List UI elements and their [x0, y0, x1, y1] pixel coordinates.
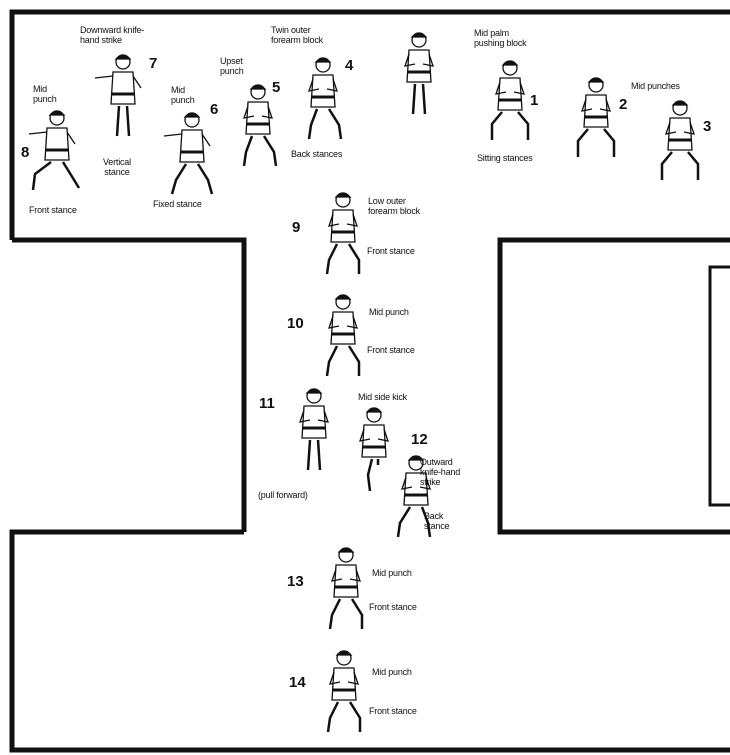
- right-box-outline: [500, 240, 730, 532]
- step-13-stance: Front stance: [369, 602, 417, 612]
- figure-step-10: [313, 292, 373, 382]
- step-number-7: 7: [149, 56, 157, 71]
- step-9-stance: Front stance: [367, 246, 415, 256]
- step-number-13: 13: [287, 574, 304, 589]
- step-10-technique: Mid punch: [369, 307, 409, 317]
- step-8-technique: Mid punch: [33, 84, 57, 104]
- step-11-kick-technique: Mid side kick: [358, 392, 407, 402]
- step-10-stance: Front stance: [367, 345, 415, 355]
- step-number-10: 10: [287, 316, 304, 331]
- step-2-technique: Mid punches: [631, 81, 680, 91]
- step-number-9: 9: [292, 220, 300, 235]
- figure-step-9: [313, 190, 373, 280]
- figure-step-ready: [389, 30, 449, 120]
- step-12-technique: Outward knife-hand strike: [420, 457, 460, 487]
- figure-step-11: [284, 386, 344, 476]
- step-8-stance: Front stance: [29, 205, 77, 215]
- step-4-technique: Twin outer forearm block: [271, 25, 323, 45]
- figure-step-2: [566, 75, 626, 165]
- step-7-technique: Downward knife- hand strike: [80, 25, 144, 45]
- step-6-technique: Mid punch: [171, 85, 195, 105]
- step-5-technique: Upset punch: [220, 56, 244, 76]
- figure-step-13: [316, 545, 376, 635]
- figure-step-6: [162, 110, 222, 200]
- step-1-stance: Sitting stances: [477, 153, 533, 163]
- step-9-technique: Low outer forearm block: [368, 196, 420, 216]
- step-7-stance: Vertical stance: [103, 157, 131, 177]
- step-12-stance: Back stance: [424, 511, 449, 531]
- step-6-stance: Fixed stance: [153, 199, 202, 209]
- step-14-technique: Mid punch: [372, 667, 412, 677]
- figure-step-7: [93, 52, 153, 142]
- inner-right-box-outline: [710, 267, 730, 505]
- step-number-6: 6: [210, 102, 218, 117]
- figure-step-14: [314, 648, 374, 738]
- step-number-3: 3: [703, 119, 711, 134]
- step-number-4: 4: [345, 58, 353, 73]
- step-number-8: 8: [21, 145, 29, 160]
- step-13-technique: Mid punch: [372, 568, 412, 578]
- step-number-2: 2: [619, 97, 627, 112]
- step-1-technique: Mid palm pushing block: [474, 28, 526, 48]
- figure-step-3: [650, 98, 710, 188]
- step-11-stance: (pull forward): [258, 490, 308, 500]
- step-14-stance: Front stance: [369, 706, 417, 716]
- step-number-11: 11: [259, 396, 275, 411]
- step-number-14: 14: [289, 675, 306, 690]
- step-number-5: 5: [272, 80, 280, 95]
- figure-step-4: [293, 55, 353, 145]
- step-4-stance: Back stances: [291, 149, 342, 159]
- top-section-bottom-left: [12, 240, 244, 532]
- step-number-12: 12: [411, 432, 428, 447]
- figure-step-8: [27, 108, 87, 198]
- step-number-1: 1: [530, 93, 538, 108]
